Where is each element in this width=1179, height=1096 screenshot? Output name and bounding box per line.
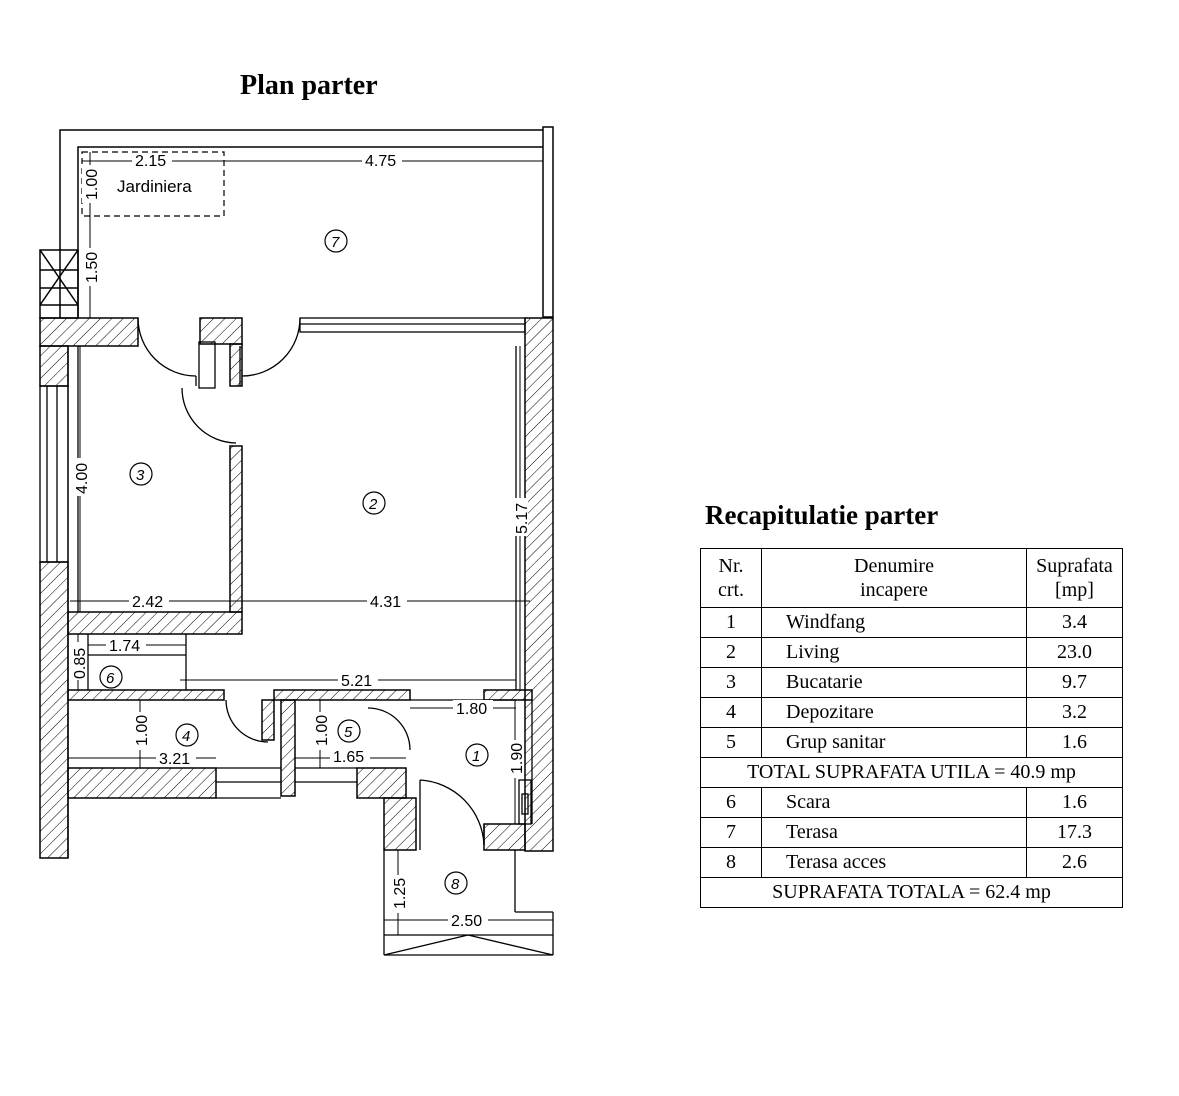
room-marker-5: 5: [344, 724, 353, 741]
dim-1-00-top: 1.00: [84, 169, 101, 200]
dim-1-80: 1.80: [456, 701, 487, 718]
row-nr: 7: [700, 817, 762, 848]
row-name: Living: [761, 637, 1027, 668]
total-row: SUPRAFATA TOTALA = 62.4 mp: [700, 877, 1123, 908]
table-row: 7 Terasa 17.3: [700, 817, 1123, 848]
row-area: 2.6: [1026, 847, 1123, 878]
room-marker-3: 3: [136, 467, 145, 484]
plan-title: Plan parter: [240, 70, 378, 101]
row-area: 3.2: [1026, 697, 1123, 728]
room-marker-7: 7: [331, 234, 340, 251]
header-nr-line1: Nr.: [718, 555, 744, 577]
row-nr: 1: [700, 607, 762, 638]
header-name-line2: incapere: [860, 579, 928, 601]
room-marker-circle: [324, 229, 348, 253]
header-name-line1: Denumire: [854, 555, 934, 577]
row-area: 1.6: [1026, 787, 1123, 818]
dim-2-50: 2.50: [451, 913, 482, 930]
row-area: 9.7: [1026, 667, 1123, 698]
room-markers: 1 2 3 4 5 6 7 8: [99, 229, 489, 895]
total-utila-row: TOTAL SUPRAFATA UTILA = 40.9 mp: [700, 757, 1123, 788]
dim-4-00: 4.00: [74, 463, 91, 494]
row-name: Scara: [761, 787, 1027, 818]
jardiniera-label: Jardiniera: [117, 177, 192, 196]
room-marker-circle: [444, 871, 468, 895]
row-name: Bucatarie: [761, 667, 1027, 698]
header-nr: Nr.crt.: [700, 548, 762, 608]
room-marker-circle: [99, 665, 123, 689]
row-area: 3.4: [1026, 607, 1123, 638]
terrace-outline: [39, 126, 554, 319]
room-marker-8: 8: [451, 876, 460, 893]
table-row: 8 Terasa acces 2.6: [700, 847, 1123, 878]
dim-0-85: 0.85: [72, 648, 89, 679]
dim-1-90: 1.90: [509, 743, 526, 774]
row-name: Depozitare: [761, 697, 1027, 728]
floor-plan-drawing: Jardiniera: [39, 126, 554, 956]
dim-4-75: 4.75: [365, 153, 396, 170]
row-name: Terasa: [761, 817, 1027, 848]
row-nr: 6: [700, 787, 762, 818]
row-area: 23.0: [1026, 637, 1123, 668]
dimension-lines: [68, 152, 553, 935]
row-nr: 2: [700, 637, 762, 668]
interior-lines: [39, 317, 554, 956]
header-area-line2: [mp]: [1055, 579, 1094, 601]
header-area-line1: Suprafata: [1036, 555, 1113, 577]
walls: [39, 317, 554, 859]
dim-1-74: 1.74: [109, 638, 140, 655]
row-nr: 5: [700, 727, 762, 758]
room-marker-circle: [175, 723, 199, 747]
dim-1-00-depozitare: 1.00: [134, 715, 151, 746]
dim-4-31: 4.31: [370, 594, 401, 611]
dim-5-17: 5.17: [514, 503, 531, 534]
recap-title: Recapitulatie parter: [705, 500, 939, 530]
room-marker-circle: [129, 462, 153, 486]
room-marker-6: 6: [106, 670, 115, 687]
table-row: 4 Depozitare 3.2: [700, 697, 1123, 728]
room-marker-2: 2: [368, 496, 378, 513]
row-nr: 8: [700, 847, 762, 878]
dim-1-50: 1.50: [84, 252, 101, 283]
dimension-labels: 2.15 4.75 1.00 1.50 4.00 5.17 2.42 4.31 …: [70, 153, 531, 930]
row-name: Grup sanitar: [761, 727, 1027, 758]
table-row: 5 Grup sanitar 1.6: [700, 727, 1123, 758]
total-utila: TOTAL SUPRAFATA UTILA = 40.9 mp: [700, 757, 1123, 788]
row-name: Terasa acces: [761, 847, 1027, 878]
row-area: 1.6: [1026, 727, 1123, 758]
doors: [137, 317, 485, 850]
dim-1-00-grup-sanitar: 1.00: [314, 715, 331, 746]
room-marker-circle: [465, 743, 489, 767]
row-nr: 3: [700, 667, 762, 698]
room-marker-circle: [337, 719, 361, 743]
table-row: 1 Windfang 3.4: [700, 607, 1123, 638]
room-marker-1: 1: [472, 748, 480, 765]
room-marker-circle: [362, 491, 386, 515]
header-nr-line2: crt.: [717, 579, 745, 601]
total-suprafata: SUPRAFATA TOTALA = 62.4 mp: [700, 877, 1123, 908]
dim-3-21: 3.21: [159, 751, 190, 768]
table-row: 2 Living 23.0: [700, 637, 1123, 668]
dim-1-25: 1.25: [392, 878, 409, 909]
room-marker-4: 4: [182, 728, 190, 745]
table-row: 3 Bucatarie 9.7: [700, 667, 1123, 698]
header-area: Suprafata[mp]: [1026, 548, 1123, 608]
table-row: 6 Scara 1.6: [700, 787, 1123, 818]
dim-1-65: 1.65: [333, 749, 364, 766]
dim-2-42: 2.42: [132, 594, 163, 611]
row-nr: 4: [700, 697, 762, 728]
row-area: 17.3: [1026, 817, 1123, 848]
row-name: Windfang: [761, 607, 1027, 638]
dim-5-21: 5.21: [341, 673, 372, 690]
dim-2-15: 2.15: [135, 153, 166, 170]
